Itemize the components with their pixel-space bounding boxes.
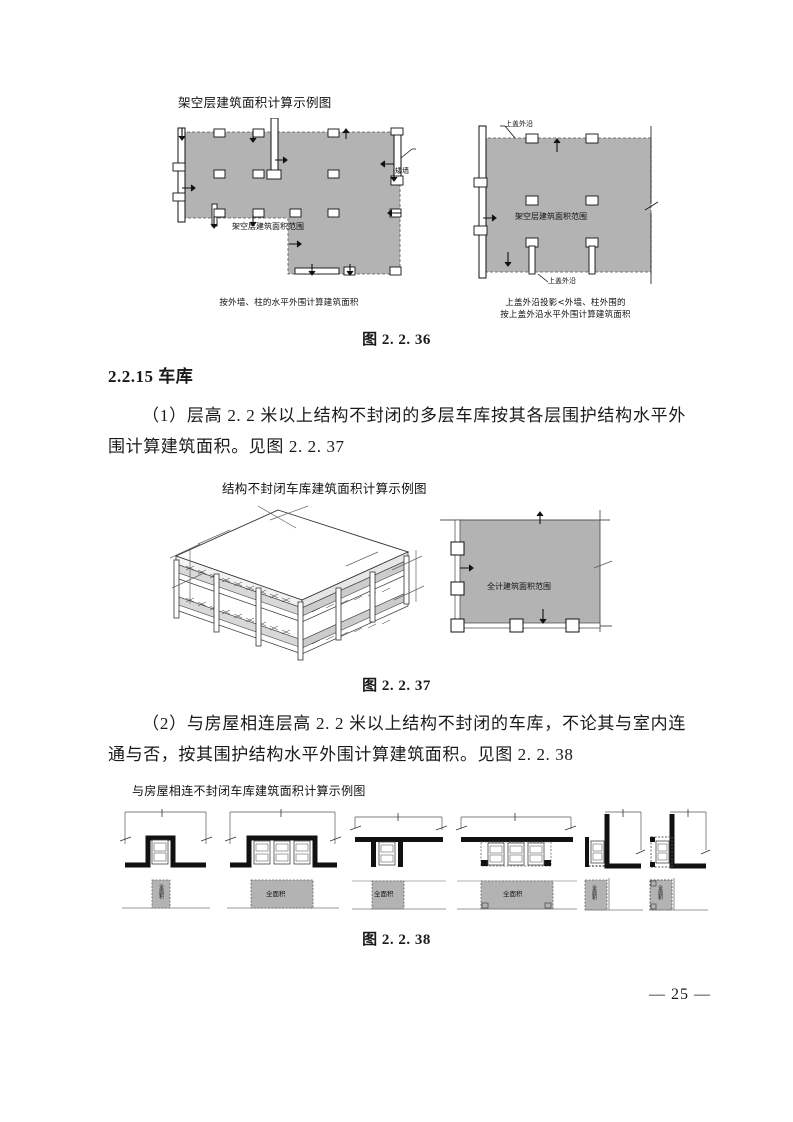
figure-2-2-38-panel-3: 全面积 bbox=[350, 808, 450, 926]
paragraph-1-text: （1）层高 2. 2 米以上结构不封闭的多层车库按其各层围护结构水平外围计算建筑… bbox=[108, 406, 686, 456]
low-wall-callout-label: 矮墙 bbox=[395, 167, 409, 175]
canopy-edge-callout-bottom: 上盖外沿 bbox=[548, 277, 576, 285]
figure-2-2-37-title: 结构不封闭车库建筑面积计算示例图 bbox=[222, 481, 427, 496]
page-number: — 25 — bbox=[649, 986, 711, 1003]
figure-2-2-36-right-caption-line2: 按上盖外沿水平外围计算建筑面积 bbox=[500, 310, 631, 320]
aerial-floor-area-range-label-left: 架空层建筑面积范围 bbox=[232, 222, 304, 231]
paragraph-2-text: （2）与房屋相连层高 2. 2 米以上结构不封闭的车库，不论其与室内连通与否，按… bbox=[108, 714, 686, 764]
figure-2-2-36-right-caption-line1: 上盖外沿投影<外墙、柱外围的 bbox=[505, 298, 626, 308]
garage-section-4 bbox=[455, 813, 577, 910]
garage-section-1 bbox=[119, 809, 213, 909]
garage-plan-view bbox=[440, 510, 613, 633]
isometric-garage-drawing bbox=[170, 505, 425, 661]
aerial-floor-area-range-label-right: 架空层建筑面积范围 bbox=[515, 212, 587, 221]
figure-2-2-37-caption: 图 2. 2. 37 bbox=[362, 678, 431, 694]
garage-section-3 bbox=[350, 813, 448, 910]
figure-2-2-38-panel-6: 全面积 bbox=[648, 808, 710, 926]
figure-2-2-36: 架空层建筑面积计算示例图 bbox=[168, 92, 659, 320]
panel-3-area-label: 全面积 bbox=[374, 890, 394, 898]
figure-2-2-36-right-panel: 上盖外沿 上盖外沿 架空层建筑面积范围 上盖外沿投影<外墙、柱外围的 按上盖外沿… bbox=[458, 118, 688, 320]
figure-2-2-37: 结构不封闭车库建筑面积计算示例图 bbox=[152, 478, 642, 668]
figure-2-2-36-title: 架空层建筑面积计算示例图 bbox=[178, 95, 332, 110]
aerial-floor-plan-left bbox=[172, 118, 416, 276]
figure-2-2-36-caption: 图 2. 2. 36 bbox=[362, 332, 431, 348]
paragraph-2: （2）与房屋相连层高 2. 2 米以上结构不封闭的车库，不论其与室内连通与否，按… bbox=[108, 708, 686, 770]
total-floor-area-range-label: 全计建筑面积范围 bbox=[487, 582, 551, 591]
figure-2-2-38: 全面积 bbox=[118, 808, 710, 926]
figure-2-2-36-left-caption: 按外墙、柱的水平外围计算建筑面积 bbox=[219, 298, 359, 308]
figure-2-2-38-panel-1: 全面积 bbox=[118, 808, 214, 926]
figure-2-2-38-caption: 图 2. 2. 38 bbox=[362, 932, 431, 948]
panel-4-area-label: 全面积 bbox=[503, 890, 523, 898]
aerial-floor-plan-right bbox=[473, 125, 659, 284]
figure-2-2-38-panel-2: 全面积 bbox=[223, 808, 343, 926]
figure-2-2-38-panel-5: 全面积 bbox=[583, 808, 645, 926]
panel-2-area-label: 全面积 bbox=[266, 890, 286, 898]
section-heading-2-2-15: 2.2.15 车库 bbox=[108, 367, 194, 386]
figure-2-2-38-title: 与房屋相连不封闭车库建筑面积计算示例图 bbox=[132, 784, 366, 798]
canopy-edge-callout-top: 上盖外沿 bbox=[505, 120, 533, 128]
panel-5-area-label: 全面积 bbox=[591, 885, 597, 900]
panel-1-area-label: 全面积 bbox=[158, 884, 164, 899]
panel-6-area-label: 全面积 bbox=[657, 885, 663, 900]
figure-2-2-36-left-panel: 矮墙 架空层建筑面积范围 按外墙、柱的水平外围计算建筑面积 bbox=[168, 118, 416, 313]
garage-section-6 bbox=[649, 809, 710, 911]
paragraph-1: （1）层高 2. 2 米以上结构不封闭的多层车库按其各层围护结构水平外围计算建筑… bbox=[108, 400, 686, 462]
garage-section-2 bbox=[224, 809, 342, 909]
figure-2-2-38-panel-4: 全面积 bbox=[455, 808, 580, 926]
garage-section-5 bbox=[584, 809, 645, 911]
